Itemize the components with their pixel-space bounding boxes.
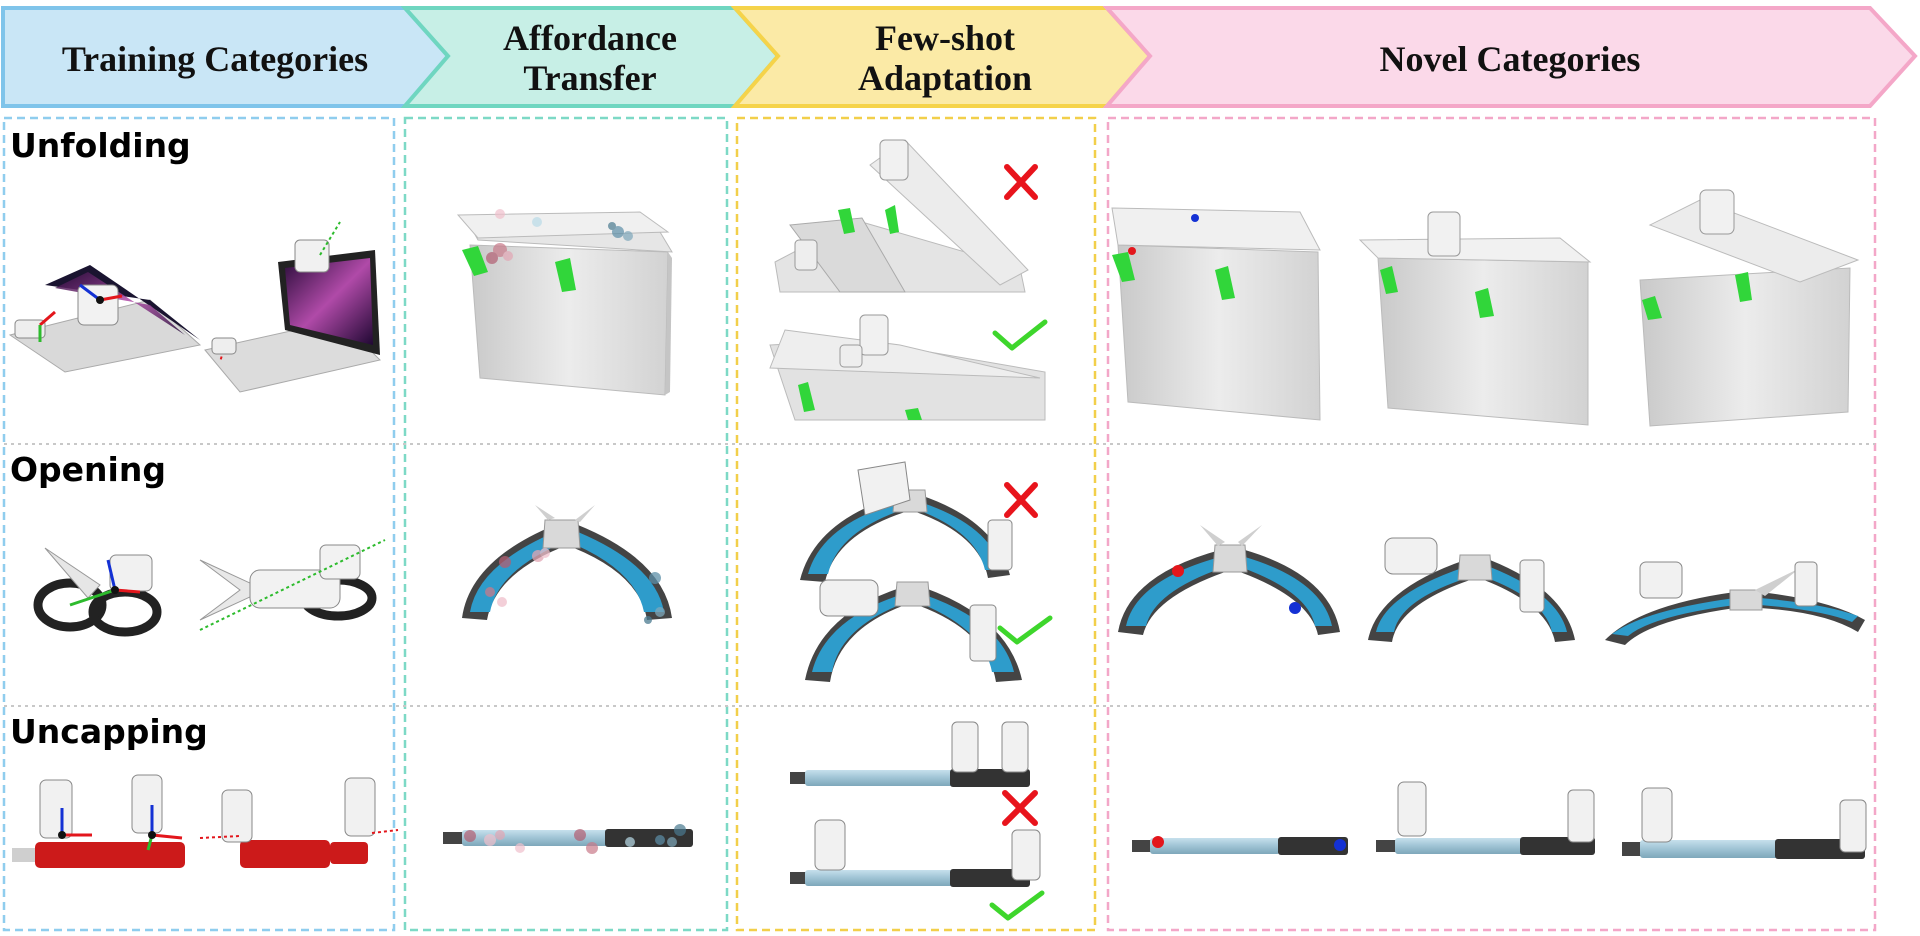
header-affordance-label: Affordance Transfer	[440, 12, 740, 104]
row-label-unfolding: Unfolding	[10, 126, 191, 165]
pliers-fewshot-fail	[800, 461, 1013, 582]
column-frame-training	[2, 116, 396, 932]
header-training-label: Training Categories	[61, 39, 369, 79]
row-label-opening: Opening	[10, 450, 166, 489]
cross-mark-icon	[1004, 482, 1038, 518]
header-affordance-line1: Affordance	[503, 18, 677, 58]
pliers-novel-3	[1605, 561, 1865, 645]
column-frame-affordance	[403, 116, 729, 932]
laptop-half-open	[8, 265, 202, 373]
header-novel-label: Novel Categories	[1379, 39, 1641, 79]
pliers-training-1	[33, 547, 162, 637]
toolbox-novel-2	[1358, 211, 1592, 426]
pliers-training-2	[199, 539, 386, 631]
pen-novel-1	[1132, 836, 1348, 855]
pen-affordance	[443, 824, 693, 854]
header-arrow-novel	[1102, 6, 1918, 108]
row-label-uncapping: Uncapping	[10, 712, 208, 751]
pliers-affordance	[462, 505, 672, 624]
header-fewshot-label: Few-shot Adaptation	[775, 12, 1115, 104]
header-affordance-line2: Transfer	[523, 58, 657, 98]
pen-fewshot-success	[790, 819, 1041, 887]
laptop-open	[204, 221, 381, 393]
cross-mark-icon	[1002, 790, 1038, 826]
toolbox-fewshot-fail	[774, 139, 1029, 293]
toolbox-novel-1	[1111, 207, 1321, 421]
header-fewshot-line2: Adaptation	[857, 58, 1033, 98]
cross-mark-icon	[1004, 164, 1038, 200]
pliers-novel-2	[1368, 537, 1575, 642]
pen-novel-3	[1622, 787, 1867, 859]
toolbox-affordance	[456, 209, 673, 396]
check-mark-icon	[992, 319, 1048, 351]
header-banner	[1, 6, 1918, 108]
pen-training-2	[199, 777, 399, 868]
header-fewshot-line1: Few-shot	[875, 18, 1015, 58]
pen-novel-2	[1376, 781, 1595, 855]
check-mark-icon	[989, 890, 1045, 921]
toolbox-fewshot-success	[769, 314, 1046, 421]
toolbox-novel-3	[1639, 189, 1860, 427]
check-mark-icon	[997, 615, 1053, 645]
column-frame-novel	[1106, 116, 1877, 932]
pliers-novel-1	[1118, 525, 1340, 635]
pen-fewshot-fail	[790, 721, 1030, 787]
pen-training-1	[12, 774, 185, 868]
pliers-fewshot-success	[805, 579, 1022, 682]
